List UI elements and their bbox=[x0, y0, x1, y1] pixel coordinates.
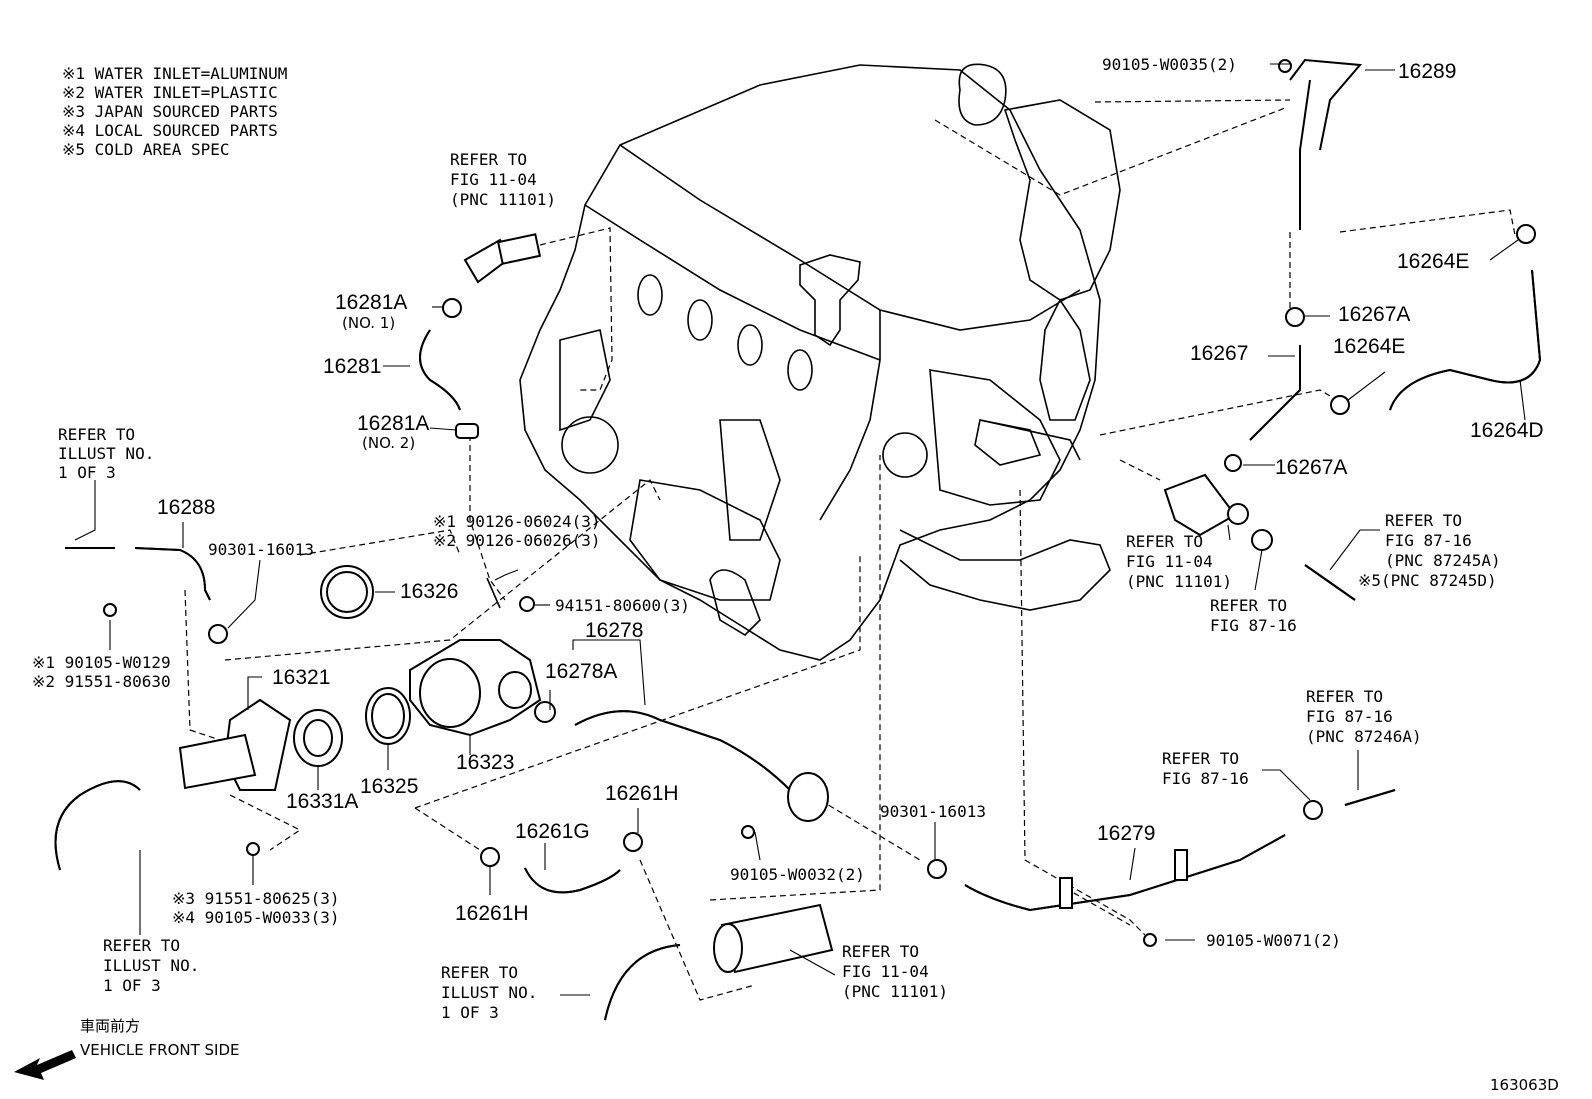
label-16279: 16279 bbox=[1097, 822, 1155, 845]
figure-id: 163063D bbox=[1490, 1076, 1559, 1094]
label-90301-16013-left: 90301-16013 bbox=[208, 540, 314, 559]
svg-text:REFER TO: REFER TO bbox=[103, 936, 180, 955]
label-91551-80625: ※3 91551-80625(3) bbox=[172, 889, 340, 908]
label-16331a: 16331A bbox=[286, 790, 358, 813]
svg-text:(PNC 87246A): (PNC 87246A) bbox=[1306, 727, 1422, 746]
note-3: ※3 JAPAN SOURCED PARTS bbox=[62, 102, 278, 121]
label-90301-16013-mid: 90301-16013 bbox=[880, 802, 986, 821]
svg-text:ILLUST NO.: ILLUST NO. bbox=[58, 444, 154, 463]
parts-illustrations bbox=[54, 58, 1542, 1021]
ref-fig1104-top: REFER TO FIG 11-04 (PNC 11101) bbox=[450, 150, 556, 209]
label-16267a-top: 16267A bbox=[1338, 303, 1410, 326]
svg-text:1 OF 3: 1 OF 3 bbox=[441, 1003, 499, 1022]
svg-text:REFER TO: REFER TO bbox=[1385, 511, 1462, 530]
label-91551-80630: ※2 91551-80630 bbox=[32, 672, 171, 691]
svg-text:FIG 11-04: FIG 11-04 bbox=[1126, 552, 1213, 571]
svg-text:FIG 87-16: FIG 87-16 bbox=[1306, 707, 1393, 726]
svg-text:REFER TO: REFER TO bbox=[450, 150, 527, 169]
svg-text:REFER TO: REFER TO bbox=[441, 963, 518, 982]
svg-text:REFER TO: REFER TO bbox=[1162, 749, 1239, 768]
reference-labels: REFER TO FIG 11-04 (PNC 11101) REFER TO … bbox=[58, 150, 1501, 1022]
notes-block: ※1 WATER INLET=ALUMINUM ※2 WATER INLET=P… bbox=[62, 64, 287, 159]
label-16281a-no1-sub: (NO. 1) bbox=[342, 314, 395, 332]
note-2: ※2 WATER INLET=PLASTIC bbox=[62, 83, 278, 102]
ref-illust-bottom-left: REFER TO ILLUST NO. 1 OF 3 bbox=[103, 936, 199, 995]
label-94151: 94151-80600(3) bbox=[555, 596, 690, 615]
svg-text:1 OF 3: 1 OF 3 bbox=[58, 463, 116, 482]
svg-text:REFER TO: REFER TO bbox=[842, 942, 919, 961]
note-1: ※1 WATER INLET=ALUMINUM bbox=[62, 64, 287, 83]
front-label-jp: 車両前方 bbox=[80, 1017, 140, 1035]
note-5: ※5 COLD AREA SPEC bbox=[62, 140, 230, 159]
svg-text:REFER TO: REFER TO bbox=[58, 425, 135, 444]
label-90105-w0129: ※1 90105-W0129 bbox=[32, 653, 171, 672]
front-arrow-icon bbox=[14, 1050, 76, 1080]
label-16278a: 16278A bbox=[545, 660, 617, 683]
label-90105-w0071: 90105-W0071(2) bbox=[1206, 931, 1341, 950]
label-16261h-top: 16261H bbox=[605, 782, 679, 805]
label-16281: 16281 bbox=[323, 355, 381, 378]
svg-text:REFER TO: REFER TO bbox=[1306, 687, 1383, 706]
label-16267: 16267 bbox=[1190, 342, 1248, 365]
svg-text:(PNC 11101): (PNC 11101) bbox=[450, 190, 556, 209]
label-16267a-low: 16267A bbox=[1275, 456, 1347, 479]
svg-text:FIG 11-04: FIG 11-04 bbox=[842, 962, 929, 981]
label-16323: 16323 bbox=[456, 751, 514, 774]
svg-text:(PNC 11101): (PNC 11101) bbox=[1126, 572, 1232, 591]
ref-illust-bottom-mid: REFER TO ILLUST NO. 1 OF 3 bbox=[441, 963, 537, 1022]
label-16264e-mid: 16264E bbox=[1333, 335, 1405, 358]
ref-fig8716-right: REFER TO FIG 87-16 (PNC 87245A) ※5(PNC 8… bbox=[1358, 511, 1501, 590]
label-90105-w0035: 90105-W0035(2) bbox=[1102, 55, 1237, 74]
ref-fig8716-low: REFER TO FIG 87-16 (PNC 87246A) bbox=[1306, 687, 1422, 746]
label-16281a-no2: 16281A bbox=[357, 412, 429, 435]
label-90105-w0032: 90105-W0032(2) bbox=[730, 865, 865, 884]
leader-lines bbox=[74, 63, 1526, 996]
ref-fig8716-low2: REFER TO FIG 87-16 bbox=[1162, 749, 1249, 788]
vehicle-front-indicator: 車両前方 VEHICLE FRONT SIDE bbox=[14, 1017, 240, 1080]
label-16264d: 16264D bbox=[1470, 419, 1544, 442]
label-90126-1: ※1 90126-06024(3) bbox=[433, 512, 601, 531]
ref-fig1104-right: REFER TO FIG 11-04 (PNC 11101) bbox=[1126, 532, 1232, 591]
label-16278: 16278 bbox=[585, 619, 643, 642]
label-16288: 16288 bbox=[157, 496, 215, 519]
svg-text:ILLUST NO.: ILLUST NO. bbox=[441, 983, 537, 1002]
svg-text:FIG 11-04: FIG 11-04 bbox=[450, 170, 537, 189]
engine-block-illustration bbox=[519, 63, 1121, 661]
label-16325: 16325 bbox=[360, 775, 418, 798]
label-16264e-top: 16264E bbox=[1397, 250, 1469, 273]
svg-text:ILLUST NO.: ILLUST NO. bbox=[103, 956, 199, 975]
label-16289: 16289 bbox=[1398, 60, 1456, 83]
front-label-en: VEHICLE FRONT SIDE bbox=[80, 1041, 240, 1059]
note-4: ※4 LOCAL SOURCED PARTS bbox=[62, 121, 278, 140]
label-16326: 16326 bbox=[400, 580, 458, 603]
svg-text:(PNC 11101): (PNC 11101) bbox=[842, 982, 948, 1001]
label-16281a-no1: 16281A bbox=[335, 291, 407, 314]
svg-text:FIG 87-16: FIG 87-16 bbox=[1210, 616, 1297, 635]
ref-illust-left: REFER TO ILLUST NO. 1 OF 3 bbox=[58, 425, 154, 482]
svg-text:REFER TO: REFER TO bbox=[1210, 596, 1287, 615]
ref-fig1104-bottom: REFER TO FIG 11-04 (PNC 11101) bbox=[842, 942, 948, 1001]
part-labels: 16289 90105-W0035(2) 16264E 16267A 16267… bbox=[32, 55, 1544, 950]
label-90126-2: ※2 90126-06026(3) bbox=[433, 531, 601, 550]
ref-fig8716-mid: REFER TO FIG 87-16 bbox=[1210, 596, 1297, 635]
svg-text:REFER TO: REFER TO bbox=[1126, 532, 1203, 551]
label-16281a-no2-sub: (NO. 2) bbox=[362, 434, 415, 452]
svg-text:1 OF 3: 1 OF 3 bbox=[103, 976, 161, 995]
svg-text:(PNC 87245A): (PNC 87245A) bbox=[1385, 551, 1501, 570]
svg-text:FIG 87-16: FIG 87-16 bbox=[1385, 531, 1472, 550]
svg-text:FIG 87-16: FIG 87-16 bbox=[1162, 769, 1249, 788]
svg-text:※5(PNC 87245D): ※5(PNC 87245D) bbox=[1358, 571, 1497, 590]
label-90105-w0033: ※4 90105-W0033(3) bbox=[172, 908, 340, 927]
label-16261h-low: 16261H bbox=[455, 902, 529, 925]
label-16261g: 16261G bbox=[515, 820, 590, 843]
label-16321: 16321 bbox=[272, 666, 330, 689]
